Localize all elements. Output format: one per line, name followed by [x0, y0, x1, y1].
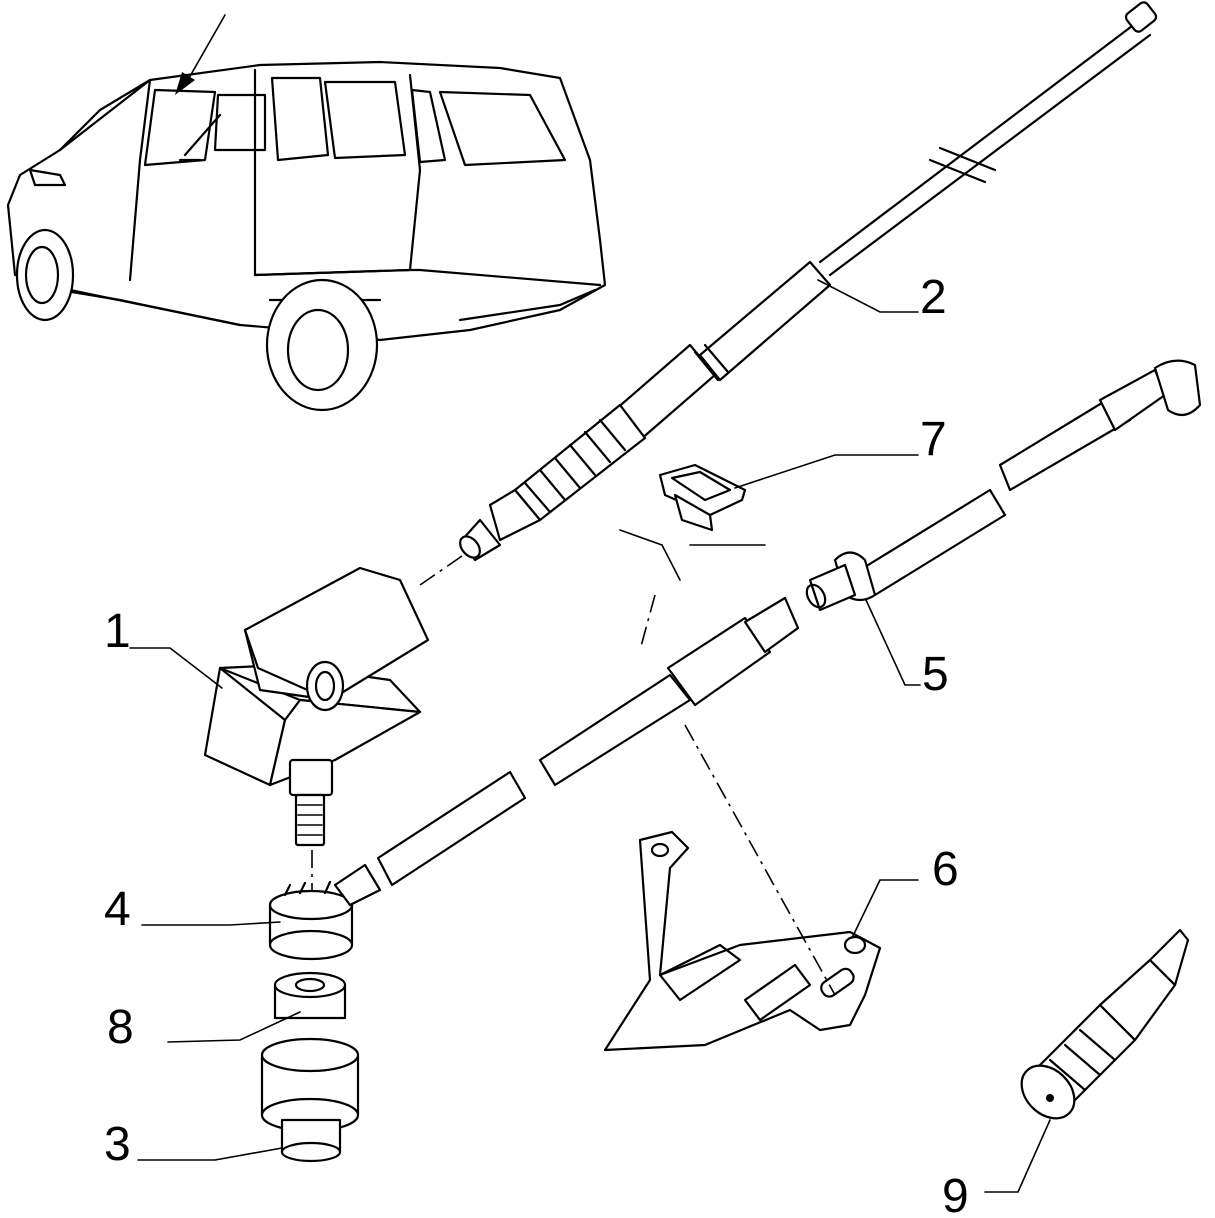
part-8-nut	[273, 971, 347, 1020]
antenna-cable-assembly	[333, 359, 1202, 907]
callout-2: 2	[920, 271, 947, 324]
callout-4: 4	[104, 883, 131, 936]
part-9-plug	[1020, 928, 1190, 1120]
callout-leaders	[129, 279, 1051, 1193]
part-2-antenna-rod	[419, 1, 1158, 586]
callout-6: 6	[932, 843, 959, 896]
callout-8: 8	[107, 1001, 134, 1054]
part-1-antenna-base	[203, 566, 430, 900]
vehicle-illustration	[6, 14, 607, 412]
part-6-bracket	[603, 724, 882, 1052]
callout-3: 3	[104, 1118, 131, 1171]
location-arrow-shaft	[184, 14, 226, 86]
assembly-line-6	[684, 724, 836, 996]
callout-7: 7	[920, 413, 947, 466]
assembly-line-2-1	[419, 555, 463, 586]
part-3-socket	[260, 1037, 360, 1163]
location-arrow-head	[175, 72, 195, 95]
callout-5: 5	[922, 648, 949, 701]
callout-1: 1	[104, 605, 131, 658]
callout-9: 9	[942, 1170, 969, 1218]
part-4-connector-nut	[268, 880, 354, 961]
part-7-clip	[619, 463, 766, 651]
assembly-line-7	[639, 594, 656, 651]
callout-labels: 1 2 3 4 5 6 7 8 9	[104, 271, 969, 1218]
